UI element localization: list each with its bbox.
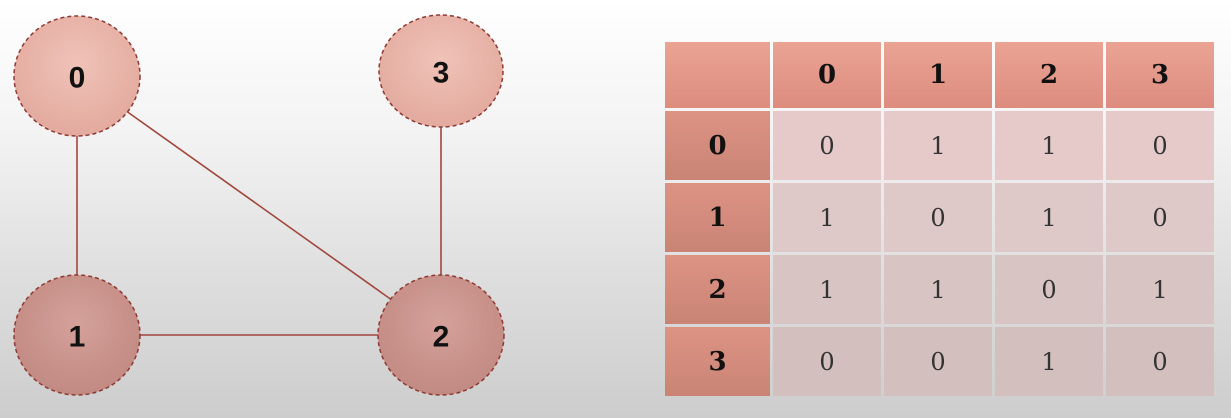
graph-diagram: 0 1 2 3: [13, 14, 505, 396]
matrix-cell: 1: [884, 255, 992, 324]
matrix-cell: 0: [773, 111, 881, 180]
column-header: 3: [1106, 42, 1214, 108]
matrix-cell: 1: [995, 111, 1103, 180]
node-0: 0: [13, 15, 141, 137]
matrix-cell: 0: [995, 255, 1103, 324]
matrix-row: 0 0 1 1 0: [665, 111, 1214, 180]
edges: [76, 71, 442, 336]
row-header: 0: [665, 111, 770, 180]
matrix-cell: 1: [995, 183, 1103, 252]
matrix-cell: 1: [995, 327, 1103, 396]
node-3: 3: [378, 14, 504, 128]
column-header: 1: [884, 42, 992, 108]
row-header: 2: [665, 255, 770, 324]
node-1-circle: [13, 274, 141, 396]
matrix-cell: 0: [884, 327, 992, 396]
row-header: 1: [665, 183, 770, 252]
node-1: 1: [13, 274, 141, 396]
column-header: 0: [773, 42, 881, 108]
matrix-cell: 0: [884, 183, 992, 252]
column-header: 2: [995, 42, 1103, 108]
edge-0-2: [76, 75, 442, 336]
matrix-header-row: 0 1 2 3: [665, 42, 1214, 108]
matrix-cell: 0: [1106, 111, 1214, 180]
node-2-circle: [377, 274, 505, 396]
matrix-row: 3 0 0 1 0: [665, 327, 1214, 396]
matrix-cell: 1: [884, 111, 992, 180]
matrix-cell: 1: [773, 255, 881, 324]
row-header: 3: [665, 327, 770, 396]
matrix-cell: 0: [1106, 183, 1214, 252]
matrix-cell: 1: [773, 183, 881, 252]
nodes: 0 1 2 3: [13, 14, 505, 396]
matrix-cell: 0: [773, 327, 881, 396]
node-3-circle: [378, 14, 504, 128]
adjacency-matrix: 0 1 2 3 0 0 1 1 0 1 1 0 1 0 2 1 1 0 1 3 …: [662, 39, 1217, 399]
node-3-label: 3: [433, 57, 450, 90]
node-2-label: 2: [433, 321, 450, 354]
matrix-cell: 1: [1106, 255, 1214, 324]
node-0-circle: [13, 15, 141, 137]
matrix-row: 2 1 1 0 1: [665, 255, 1214, 324]
node-1-label: 1: [69, 321, 86, 354]
node-0-label: 0: [69, 62, 86, 95]
node-2: 2: [377, 274, 505, 396]
matrix-row: 1 1 0 1 0: [665, 183, 1214, 252]
matrix-corner-cell: [665, 42, 770, 108]
matrix-cell: 0: [1106, 327, 1214, 396]
